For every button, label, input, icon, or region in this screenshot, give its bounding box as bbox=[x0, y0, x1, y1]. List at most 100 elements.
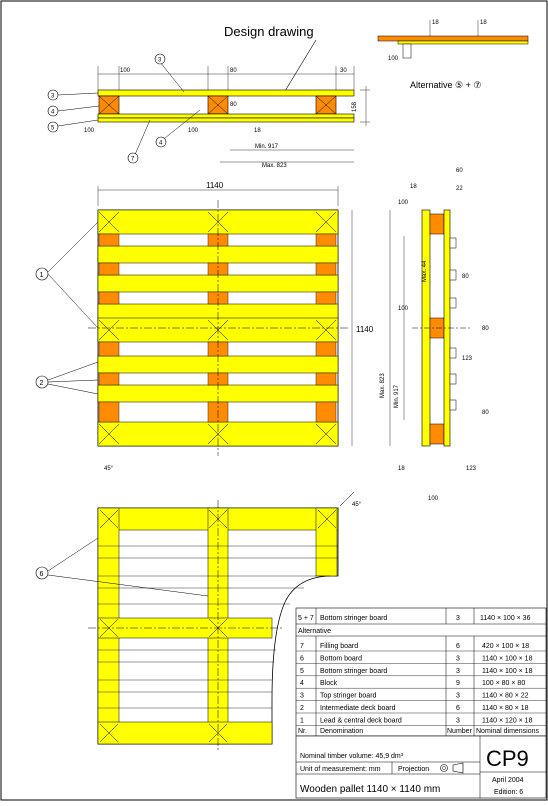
table-cell-dims: 1140 × 120 × 18 bbox=[482, 717, 533, 724]
dim-100-bottom-mid: 100 bbox=[188, 128, 199, 134]
dim-158: 158 bbox=[352, 101, 358, 112]
table-cell-nr: 1 bbox=[300, 717, 304, 724]
alt-board-top bbox=[377, 35, 529, 42]
table-cell-denomination: Bottom board bbox=[320, 655, 362, 662]
dim-1140-right: 1140 bbox=[356, 325, 374, 334]
table-cell-dims: 1140 × 80 × 22 bbox=[482, 693, 529, 700]
pallet-code: CP9 bbox=[486, 746, 529, 771]
side-dim-max-44: Max. 44 bbox=[422, 260, 428, 282]
drawing-title: Design drawing bbox=[224, 24, 314, 39]
callout-4-bottom bbox=[155, 136, 167, 148]
unit-of-measurement: Unit of measurement: mm bbox=[300, 766, 381, 773]
dim-100-bottom: 100 bbox=[84, 128, 95, 134]
table-alternative-label: Alternative bbox=[298, 628, 331, 635]
alt-dim-100: 100 bbox=[388, 56, 399, 62]
table-cell-nr: 4 bbox=[300, 680, 304, 687]
bottom-stringer-board bbox=[97, 113, 355, 119]
svg-text:5: 5 bbox=[51, 126, 55, 132]
svg-text:6: 6 bbox=[40, 571, 44, 578]
table-cell-number: 3 bbox=[456, 655, 460, 662]
table-cell-dims: 420 × 100 × 18 bbox=[482, 643, 529, 650]
callout-5-left bbox=[47, 121, 59, 133]
side-dim-100-top: 100 bbox=[398, 200, 409, 206]
table-cell-nr: 6 bbox=[300, 655, 304, 662]
chamfer-note: 45° bbox=[352, 502, 362, 508]
side-dim-min-917: Min. 917 bbox=[394, 384, 400, 408]
dim-min-917: Min. 917 bbox=[255, 144, 279, 150]
side-block-bottom bbox=[429, 423, 445, 445]
table-cell-number: 6 bbox=[456, 705, 460, 712]
table-header-number: Number bbox=[447, 728, 473, 735]
dim-18: 18 bbox=[254, 128, 261, 134]
dim-100-top: 100 bbox=[120, 68, 131, 74]
table-header-denomination: Denomination bbox=[320, 728, 363, 735]
table-cell-number: 3 bbox=[456, 668, 460, 675]
svg-text:4: 4 bbox=[159, 141, 163, 147]
side-block-top bbox=[429, 213, 445, 235]
side-dim-22: 22 bbox=[456, 186, 463, 192]
alt-dim-36: 18 bbox=[432, 20, 439, 26]
table-cell-dims: 100 × 80 × 80 bbox=[482, 680, 525, 687]
callout-3-left bbox=[47, 89, 59, 101]
table-cell-nr: 2 bbox=[300, 705, 304, 712]
bottom-board-lower bbox=[97, 721, 273, 745]
side-dim-80b: 80 bbox=[482, 326, 489, 332]
plan-view-top: 1140 1140 45° 1 2 bbox=[35, 181, 374, 472]
table-cell-number: 6 bbox=[456, 643, 460, 650]
dim-max-823: Max. 823 bbox=[262, 163, 287, 169]
table-cell-nr: 7 bbox=[300, 643, 304, 650]
svg-text:1: 1 bbox=[40, 272, 44, 279]
side-dim-80c: 80 bbox=[482, 410, 489, 416]
table-cell-nr: 3 bbox=[300, 693, 304, 700]
alternative-detail: 18 18 100 Alternative ⑤ + ⑦ bbox=[377, 20, 529, 90]
title-block: Nominal timber volume: 45,9 dm³ Unit of … bbox=[295, 735, 547, 799]
dim-1140-top: 1140 bbox=[206, 181, 224, 190]
table-cell-dims: 1140 × 80 × 18 bbox=[482, 705, 529, 712]
plan-view-bottom: 45° 6 bbox=[35, 491, 362, 752]
svg-text:2: 2 bbox=[40, 380, 44, 387]
side-view-right: Max. 823 Min. 917 Max. 44 80 80 123 80 1… bbox=[380, 168, 489, 502]
dim-30-top: 30 bbox=[340, 68, 347, 74]
table-extra-nr: 5 + 7 bbox=[298, 615, 314, 622]
bottom-board bbox=[97, 117, 355, 123]
drawing-date: April 2004 bbox=[492, 777, 524, 784]
table-cell-number: 3 bbox=[456, 693, 460, 700]
side-dim-123b: 123 bbox=[466, 466, 477, 472]
top-deck-board bbox=[97, 89, 355, 97]
pallet-name: Wooden pallet 1140 × 1140 mm bbox=[300, 784, 440, 795]
table-cell-denomination: Intermediate deck board bbox=[320, 705, 396, 712]
side-dim-60: 60 bbox=[456, 168, 463, 174]
projection-symbol-icon bbox=[440, 762, 464, 774]
table-extra-number: 3 bbox=[456, 615, 460, 622]
table-extra-denomination: Bottom stringer board bbox=[320, 615, 387, 622]
svg-text:4: 4 bbox=[51, 110, 55, 116]
callout-3-top bbox=[154, 53, 166, 65]
table-cell-denomination: Block bbox=[320, 680, 338, 687]
side-dim-18: 18 bbox=[398, 466, 405, 472]
table-header-dims: Nominal dimensions bbox=[476, 728, 540, 735]
table-cell-denomination: Lead & central deck board bbox=[320, 717, 402, 724]
table-cell-denomination: Bottom stringer board bbox=[320, 668, 387, 675]
table-cell-dims: 1140 × 100 × 18 bbox=[482, 668, 533, 675]
projection-label: Projection bbox=[398, 766, 429, 773]
alt-label: Alternative ⑤ + ⑦ bbox=[410, 80, 481, 90]
title-leader bbox=[281, 39, 317, 97]
table-extra-dims: 1140 × 100 × 36 bbox=[480, 615, 531, 622]
side-dim-100-mid: 100 bbox=[398, 306, 409, 312]
timber-volume: Nominal timber volume: 45,9 dm³ bbox=[300, 753, 404, 760]
alt-dim-18: 18 bbox=[480, 20, 487, 26]
callout-7 bbox=[127, 152, 139, 164]
table-cell-denomination: Filling board bbox=[320, 643, 358, 650]
table-cell-denomination: Top stringer board bbox=[320, 693, 377, 700]
side-dim-18-top: 18 bbox=[410, 184, 417, 190]
callout-6 bbox=[35, 566, 49, 580]
svg-text:3: 3 bbox=[158, 58, 162, 64]
parts-table: 5 + 7 Bottom stringer board 3 1140 × 100… bbox=[295, 607, 547, 737]
table-cell-number: 3 bbox=[456, 717, 460, 724]
dim-80-top: 80 bbox=[230, 68, 237, 74]
svg-text:3: 3 bbox=[51, 94, 55, 100]
